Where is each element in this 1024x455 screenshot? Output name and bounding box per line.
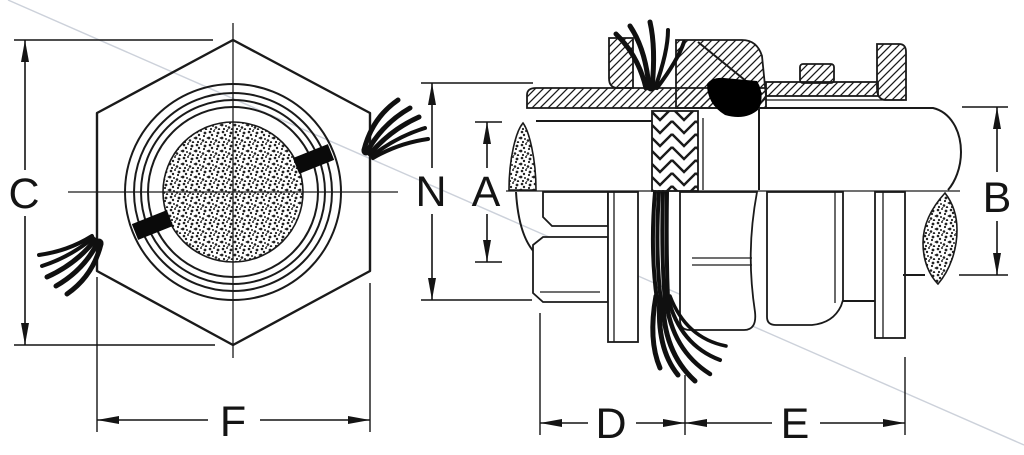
elastomer-seal bbox=[707, 77, 762, 117]
dimension-d: D bbox=[539, 313, 686, 448]
sectioned-upper-half bbox=[526, 19, 907, 192]
compression-nut-external bbox=[766, 191, 844, 326]
watermark-diagonal-line bbox=[7, 0, 1024, 446]
dimension-label-c: C bbox=[8, 170, 39, 218]
dimension-c: C bbox=[8, 39, 215, 346]
wire-strands-top bbox=[613, 19, 686, 92]
cable bbox=[508, 107, 963, 286]
cable-cut-face-right bbox=[922, 191, 958, 286]
dimension-label-d: D bbox=[595, 400, 626, 448]
wire-strands-lower-left bbox=[37, 234, 104, 297]
hex-nut-external bbox=[679, 191, 759, 331]
dimension-n: N bbox=[415, 82, 533, 301]
braid-section bbox=[651, 110, 699, 192]
end-cap-section bbox=[876, 43, 907, 101]
dimension-label-a: A bbox=[472, 168, 501, 216]
cable-cut-face-left bbox=[508, 121, 537, 191]
wire-strands-upper-right bbox=[361, 97, 430, 160]
front-view bbox=[37, 23, 430, 358]
front-flange bbox=[607, 191, 639, 343]
section-view bbox=[506, 19, 963, 384]
entry-thread-upper-band bbox=[542, 191, 609, 227]
clamp-wedge-sw bbox=[131, 210, 174, 240]
rear-flange bbox=[874, 191, 906, 339]
dimension-f: F bbox=[96, 277, 371, 446]
dimension-a: A bbox=[472, 121, 502, 263]
dimension-label-n: N bbox=[415, 168, 446, 216]
dimension-e: E bbox=[685, 357, 906, 448]
nut-sleeve-section bbox=[765, 81, 879, 97]
sleeve-step-tab bbox=[799, 63, 835, 84]
dimension-b: B bbox=[959, 106, 1012, 276]
armour-clamp-wedges bbox=[131, 144, 335, 240]
dimension-label-e: E bbox=[781, 400, 810, 448]
clamp-wedge-ne bbox=[292, 144, 335, 174]
external-lower-half bbox=[515, 190, 906, 384]
dimension-label-b: B bbox=[983, 174, 1012, 222]
braid-strands-hanging bbox=[650, 190, 728, 384]
dimension-label-f: F bbox=[220, 398, 246, 446]
